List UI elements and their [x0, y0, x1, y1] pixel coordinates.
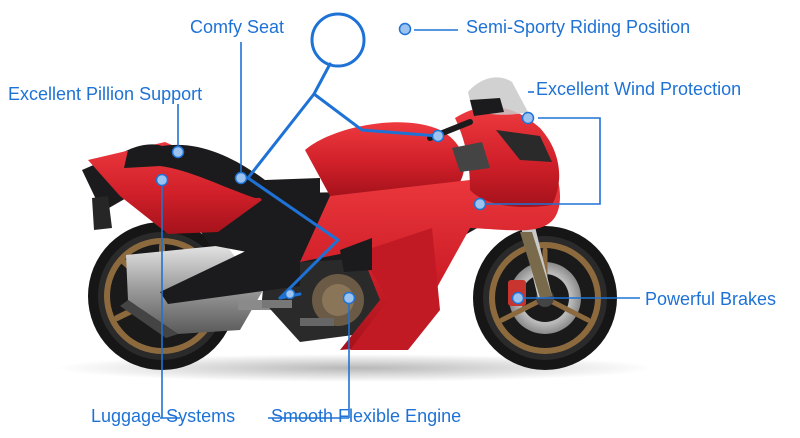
dot-pillion-support: [171, 145, 185, 159]
ground-shadow: [55, 354, 655, 382]
seat: [124, 144, 320, 198]
footpeg: [262, 300, 334, 326]
label-pillion-support: Excellent Pillion Support: [8, 84, 203, 104]
label-smooth-engine: Smooth Flexible Engine: [271, 406, 462, 426]
label-comfy-seat: Comfy Seat: [190, 17, 285, 37]
dot-wind-protection-fairing: [473, 197, 487, 211]
dot-powerful-brakes: [511, 291, 525, 305]
dot-rider-hand: [431, 129, 445, 143]
label-powerful-brakes: Powerful Brakes: [645, 289, 777, 309]
rider-figure: [246, 12, 440, 300]
label-wind-protection: Excellent Wind Protection: [536, 79, 742, 99]
dot-rider-foot: [284, 288, 296, 300]
dot-smooth-engine: [342, 291, 356, 305]
callout-dots: [155, 22, 535, 305]
leader-lines: [160, 29, 640, 419]
red-bodywork: [88, 106, 560, 350]
dot-comfy-seat: [234, 171, 248, 185]
rider-head: [310, 12, 366, 68]
dot-luggage-systems: [155, 173, 169, 187]
label-riding-position: Semi-Sporty Riding Position: [466, 17, 691, 37]
dot-wind-protection: [521, 111, 535, 125]
dot-riding-position: [398, 22, 412, 36]
label-luggage-systems: Luggage Systems: [91, 406, 236, 426]
